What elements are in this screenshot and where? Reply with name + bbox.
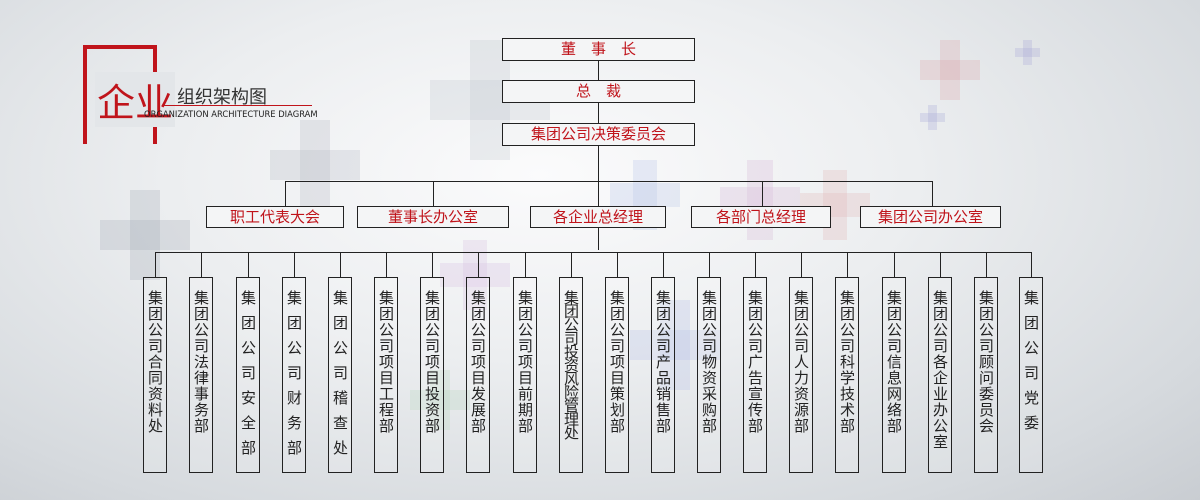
connector-line <box>155 252 156 277</box>
president-box: 总 裁 <box>502 80 695 103</box>
department-box: 集团公司科学技术部 <box>835 277 859 473</box>
department-box: 集团公司各企业办公室 <box>928 277 952 473</box>
level2-box: 职工代表大会 <box>206 206 344 228</box>
connector-line <box>155 252 1032 253</box>
department-box: 集团公司合同资料处 <box>143 277 167 473</box>
department-box: 集团公司顾问委员会 <box>974 277 998 473</box>
department-box: 集团公司项目工程部 <box>374 277 398 473</box>
decorative-cross <box>920 60 980 80</box>
connector-line <box>986 252 987 277</box>
decorative-cross <box>100 220 190 250</box>
department-box: 集团公司项目前期部 <box>513 277 537 473</box>
connector-line <box>201 252 202 277</box>
connector-line <box>598 181 599 206</box>
logo-subtitle: ORGANIZATION ARCHITECTURE DIAGRAM <box>144 110 318 120</box>
connector-line <box>894 252 895 277</box>
decorative-cross <box>300 120 330 210</box>
decorative-cross <box>660 300 690 390</box>
connector-line <box>801 252 802 277</box>
department-box: 集团公司项目发展部 <box>466 277 490 473</box>
department-box: 集团公司项目策划部 <box>605 277 629 473</box>
connector-line <box>478 252 479 277</box>
connector-line <box>432 252 433 277</box>
decision-committee-box: 集团公司决策委员会 <box>502 123 695 146</box>
department-box: 集团公司人力资源部 <box>789 277 813 473</box>
department-box: 集团公司党委 <box>1019 277 1043 473</box>
connector-line <box>294 252 295 277</box>
connector-line <box>663 252 664 277</box>
connector-line <box>525 252 526 277</box>
decorative-cross <box>928 105 937 130</box>
decorative-cross <box>430 370 450 430</box>
decorative-cross <box>410 390 470 410</box>
connector-line <box>386 252 387 277</box>
connector-line <box>940 252 941 277</box>
department-box: 集团公司物资采购部 <box>697 277 721 473</box>
connector-line <box>598 60 599 250</box>
chairman-box: 董 事 长 <box>502 38 695 61</box>
department-box: 集团公司投资风险管理处 <box>559 277 583 473</box>
connector-line <box>285 181 286 206</box>
department-box: 集团公司产品销售部 <box>651 277 675 473</box>
level2-box: 集团公司办公室 <box>860 206 1001 228</box>
department-box: 集团公司稽查处 <box>328 277 352 473</box>
decorative-cross <box>1023 40 1032 65</box>
decorative-cross <box>440 263 510 287</box>
logo-big-text: 企业 <box>95 72 176 127</box>
connector-line <box>932 181 933 206</box>
department-box: 集团公司项目投资部 <box>420 277 444 473</box>
decorative-cross <box>940 40 960 100</box>
decorative-cross <box>270 150 360 180</box>
decorative-cross <box>463 240 487 310</box>
level2-box: 各部门总经理 <box>691 206 831 228</box>
connector-line <box>340 252 341 277</box>
department-box: 集团公司信息网络部 <box>882 277 906 473</box>
connector-line <box>847 252 848 277</box>
decorative-cross <box>610 183 680 207</box>
connector-line <box>433 181 434 206</box>
level2-box: 董事长办公室 <box>357 206 509 228</box>
department-box: 集团公司财务部 <box>282 277 306 473</box>
connector-line <box>709 252 710 277</box>
department-box: 集团公司广告宣传部 <box>743 277 767 473</box>
connector-line <box>755 252 756 277</box>
decorative-cross <box>920 113 945 122</box>
department-box: 集团公司安全部 <box>236 277 260 473</box>
decorative-cross <box>630 330 720 360</box>
connector-line <box>248 252 249 277</box>
logo-title: 组织架构图 <box>177 87 267 108</box>
connector-line <box>617 252 618 277</box>
connector-line <box>1031 252 1032 277</box>
connector-line <box>762 181 763 206</box>
level2-box: 各企业总经理 <box>530 206 666 228</box>
connector-line <box>571 252 572 277</box>
decorative-cross <box>1015 48 1040 57</box>
connector-line <box>285 181 933 182</box>
department-box: 集团公司法律事务部 <box>189 277 213 473</box>
